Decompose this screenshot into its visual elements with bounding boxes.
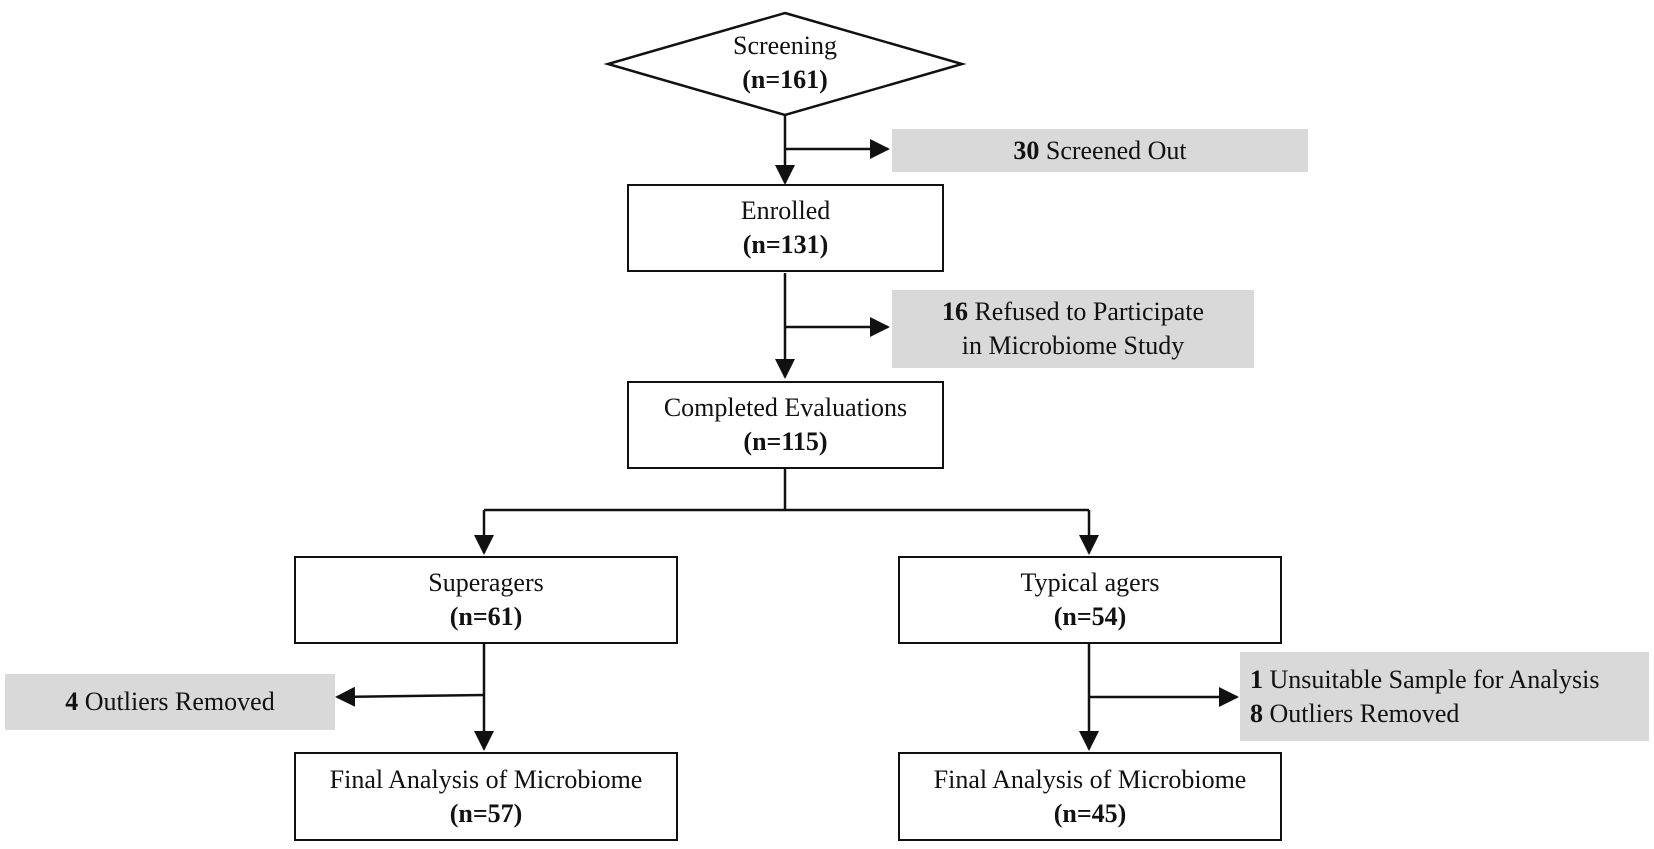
final-superagers-node: Final Analysis of Microbiome (n=57): [294, 752, 678, 841]
typical-unsuitable-text: Unsuitable Sample for Analysis: [1263, 664, 1600, 694]
final-typical-count: (n=45): [1053, 798, 1127, 828]
enrolled-count: (n=131): [742, 230, 829, 259]
enrolled-node: Enrolled (n=131): [627, 184, 944, 272]
outliers-super-count: 4: [65, 687, 79, 716]
completed-count: (n=115): [743, 427, 828, 456]
final-superagers-label: Final Analysis of Microbiome: [329, 764, 643, 794]
superagers-count: (n=61): [449, 602, 523, 631]
screening-count: (n=161): [742, 65, 828, 94]
typical-unsuitable-line: 1 Unsuitable Sample for Analysis: [1250, 663, 1600, 697]
typical-node: Typical agers (n=54): [898, 556, 1282, 644]
refused-line-2: in Microbiome Study: [961, 331, 1185, 360]
outliers-super-line: 4 Outliers Removed: [65, 685, 274, 719]
outliers-super-box: 4 Outliers Removed: [5, 674, 335, 730]
completed-node: Completed Evaluations (n=115): [627, 381, 944, 469]
final-typical-node: Final Analysis of Microbiome (n=45): [898, 752, 1282, 841]
screened-out-box: 30 Screened Out: [892, 129, 1308, 172]
superagers-label: Superagers: [428, 568, 544, 597]
final-typical-label: Final Analysis of Microbiome: [933, 764, 1247, 794]
enrolled-label: Enrolled: [740, 196, 831, 225]
refused-box: 16 Refused to Participate in Microbiome …: [892, 290, 1254, 368]
completed-label: Completed Evaluations: [663, 393, 908, 422]
screening-node: Screening (n=161): [620, 28, 950, 98]
typical-outliers-line: 8 Outliers Removed: [1250, 697, 1459, 731]
screened-out-text: Screened Out: [1039, 135, 1187, 165]
refused-line-1: 16 Refused to Participate: [942, 295, 1204, 329]
screened-out-line: 30 Screened Out: [1013, 134, 1186, 168]
typical-unsuitable-count: 1: [1250, 664, 1263, 694]
arrow-outliers-super: [335, 686, 485, 707]
screened-out-count: 30: [1013, 135, 1040, 165]
typical-count: (n=54): [1053, 602, 1127, 631]
typical-outliers-count: 8: [1250, 698, 1263, 728]
refused-count: 16: [941, 297, 968, 326]
final-superagers-count: (n=57): [449, 798, 523, 828]
typical-outliers-text: Outliers Removed: [1263, 698, 1460, 728]
typical-exclusions-box: 1 Unsuitable Sample for Analysis 8 Outli…: [1240, 652, 1649, 741]
superagers-node: Superagers (n=61): [294, 556, 678, 644]
typical-label: Typical agers: [1020, 568, 1160, 597]
screening-label: Screening: [733, 31, 837, 60]
refused-text-1: Refused to Participate: [967, 297, 1205, 326]
outliers-super-text: Outliers Removed: [78, 687, 275, 716]
